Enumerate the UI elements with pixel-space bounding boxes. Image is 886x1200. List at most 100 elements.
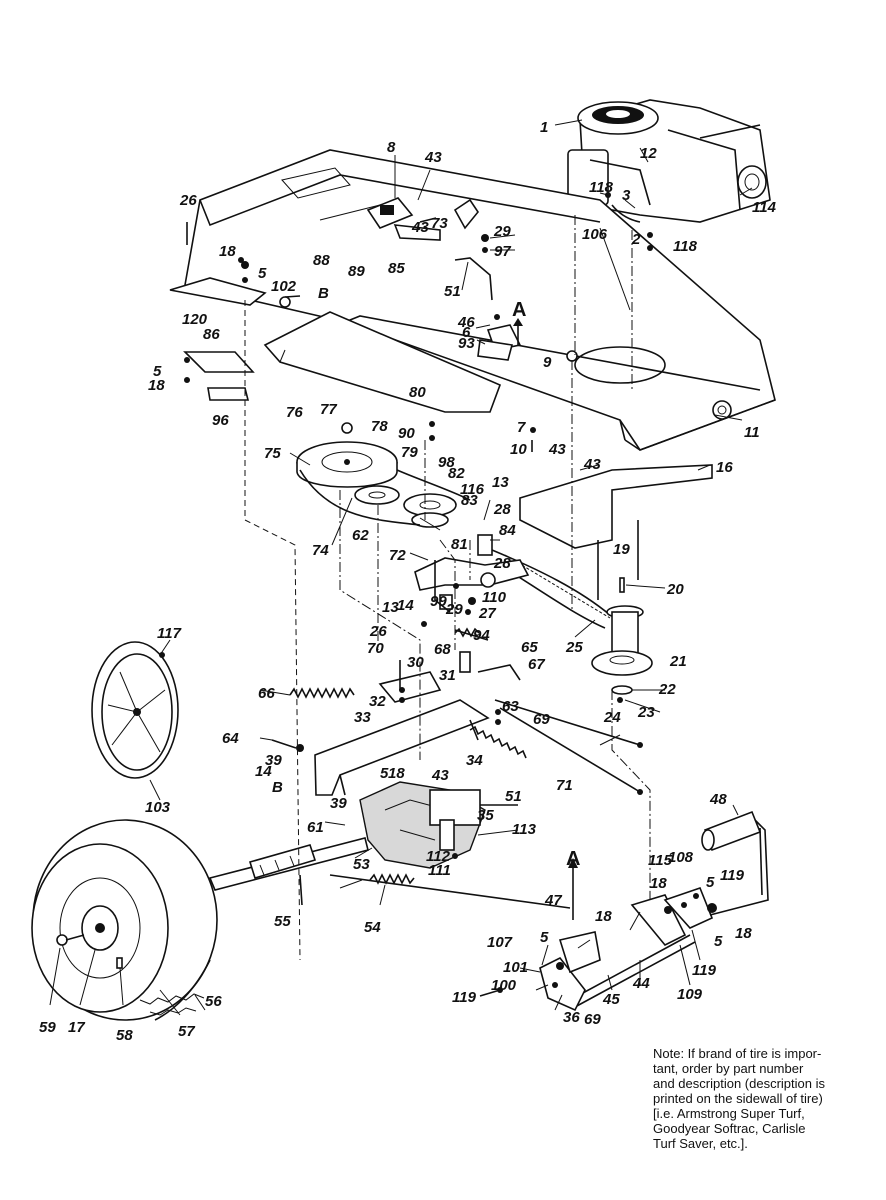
label-90: 90 — [398, 425, 415, 442]
label-26b: 26 — [369, 623, 387, 640]
label-36: 36 — [563, 1009, 580, 1026]
reference-lines — [244, 215, 651, 961]
label-63: 63 — [502, 698, 519, 715]
note-line: Note: If brand of tire is impor- — [653, 1046, 822, 1061]
label-68: 68 — [434, 641, 451, 658]
label-12: 12 — [640, 145, 657, 162]
label-65: 65 — [521, 639, 538, 656]
label-5a: 5 — [258, 265, 267, 282]
label-43b: 43 — [411, 219, 429, 236]
label-b2: B — [272, 779, 283, 796]
label-116: 116 — [460, 481, 485, 498]
label-107: 107 — [487, 934, 513, 951]
top-bracket — [366, 197, 493, 301]
label-70: 70 — [367, 640, 384, 657]
label-5f: 5 — [540, 929, 549, 946]
label-88: 88 — [313, 252, 330, 269]
label-43c: 43 — [548, 441, 566, 458]
label-71: 71 — [556, 777, 573, 794]
label-75: 75 — [264, 445, 281, 462]
transmission-bracket — [314, 699, 490, 796]
label-94: 94 — [473, 627, 490, 644]
label-53: 53 — [353, 856, 370, 873]
label-54: 54 — [364, 919, 381, 936]
label-5e: 5 — [714, 933, 723, 950]
label-110: 110 — [482, 589, 507, 606]
label-5c: 5 — [380, 765, 389, 782]
wheel-cover — [91, 641, 179, 779]
label-83: 83 — [461, 492, 478, 509]
label-14b: 14 — [255, 763, 272, 780]
label-62: 62 — [352, 527, 369, 544]
label-100: 100 — [491, 977, 517, 994]
label-51b: 51 — [505, 788, 522, 805]
label-18f: 18 — [595, 908, 612, 925]
note-line: Goodyear Softrac, Carlisle — [653, 1121, 806, 1136]
label-17: 17 — [68, 1019, 85, 1036]
label-85: 85 — [388, 260, 405, 277]
label-29a: 29 — [493, 223, 511, 240]
label-22: 22 — [658, 681, 676, 698]
label-119a: 119 — [452, 989, 477, 1006]
label-99: 99 — [430, 593, 447, 610]
label-35: 35 — [477, 807, 494, 824]
label-44: 44 — [632, 975, 650, 992]
label-67: 67 — [528, 656, 545, 673]
label-82: 82 — [448, 465, 465, 482]
label-118b: 118 — [673, 238, 698, 255]
label-a1: A — [512, 299, 526, 321]
label-16: 16 — [716, 459, 733, 476]
label-1: 1 — [540, 119, 548, 136]
label-115: 115 — [648, 852, 673, 869]
label-23: 23 — [637, 704, 655, 721]
label-18c: 18 — [388, 765, 405, 782]
label-31: 31 — [439, 667, 456, 684]
note-line: Turf Saver, etc.]. — [653, 1136, 748, 1151]
label-6: 6 — [462, 324, 471, 341]
label-18d: 18 — [650, 875, 667, 892]
transmission-pulley — [591, 605, 653, 695]
label-112: 112 — [426, 848, 451, 865]
brake-linkage — [329, 699, 696, 1008]
label-26a: 26 — [179, 192, 197, 209]
label-48: 48 — [709, 791, 727, 808]
label-56: 56 — [205, 993, 222, 1010]
label-24: 24 — [603, 709, 621, 726]
note-line: printed on the sidewall of tire) — [653, 1091, 823, 1106]
label-2: 2 — [631, 231, 641, 248]
note-line: tant, order by part number — [653, 1061, 804, 1076]
label-57: 57 — [178, 1023, 195, 1040]
label-51a: 51 — [444, 283, 461, 300]
footrest-plate — [263, 311, 502, 413]
label-29b: 29 — [445, 601, 463, 618]
label-45: 45 — [602, 991, 620, 1008]
label-86: 86 — [203, 326, 220, 343]
label-80: 80 — [409, 384, 426, 401]
label-43d: 43 — [583, 456, 601, 473]
label-27: 27 — [478, 605, 496, 622]
label-120: 120 — [182, 311, 208, 328]
label-113: 113 — [512, 821, 537, 838]
label-98: 98 — [438, 454, 455, 471]
control-mount — [477, 314, 522, 361]
lever-assemblies — [539, 886, 717, 1012]
label-119b: 119 — [692, 962, 717, 979]
label-19: 19 — [613, 541, 630, 558]
label-69a: 69 — [533, 711, 550, 728]
label-18e: 18 — [735, 925, 752, 942]
label-34: 34 — [466, 752, 483, 769]
label-18b: 18 — [148, 377, 165, 394]
axle — [208, 837, 369, 891]
label-46: 46 — [457, 314, 475, 331]
label-102: 102 — [271, 278, 297, 295]
pedal-grip — [701, 810, 769, 916]
pivot-arm — [378, 651, 521, 703]
left-brackets — [169, 222, 301, 401]
label-103: 103 — [145, 799, 171, 816]
label-93: 93 — [458, 335, 475, 352]
label-66: 66 — [258, 685, 275, 702]
transaxle — [359, 781, 518, 869]
label-33: 33 — [354, 709, 371, 726]
label-32: 32 — [369, 693, 386, 710]
